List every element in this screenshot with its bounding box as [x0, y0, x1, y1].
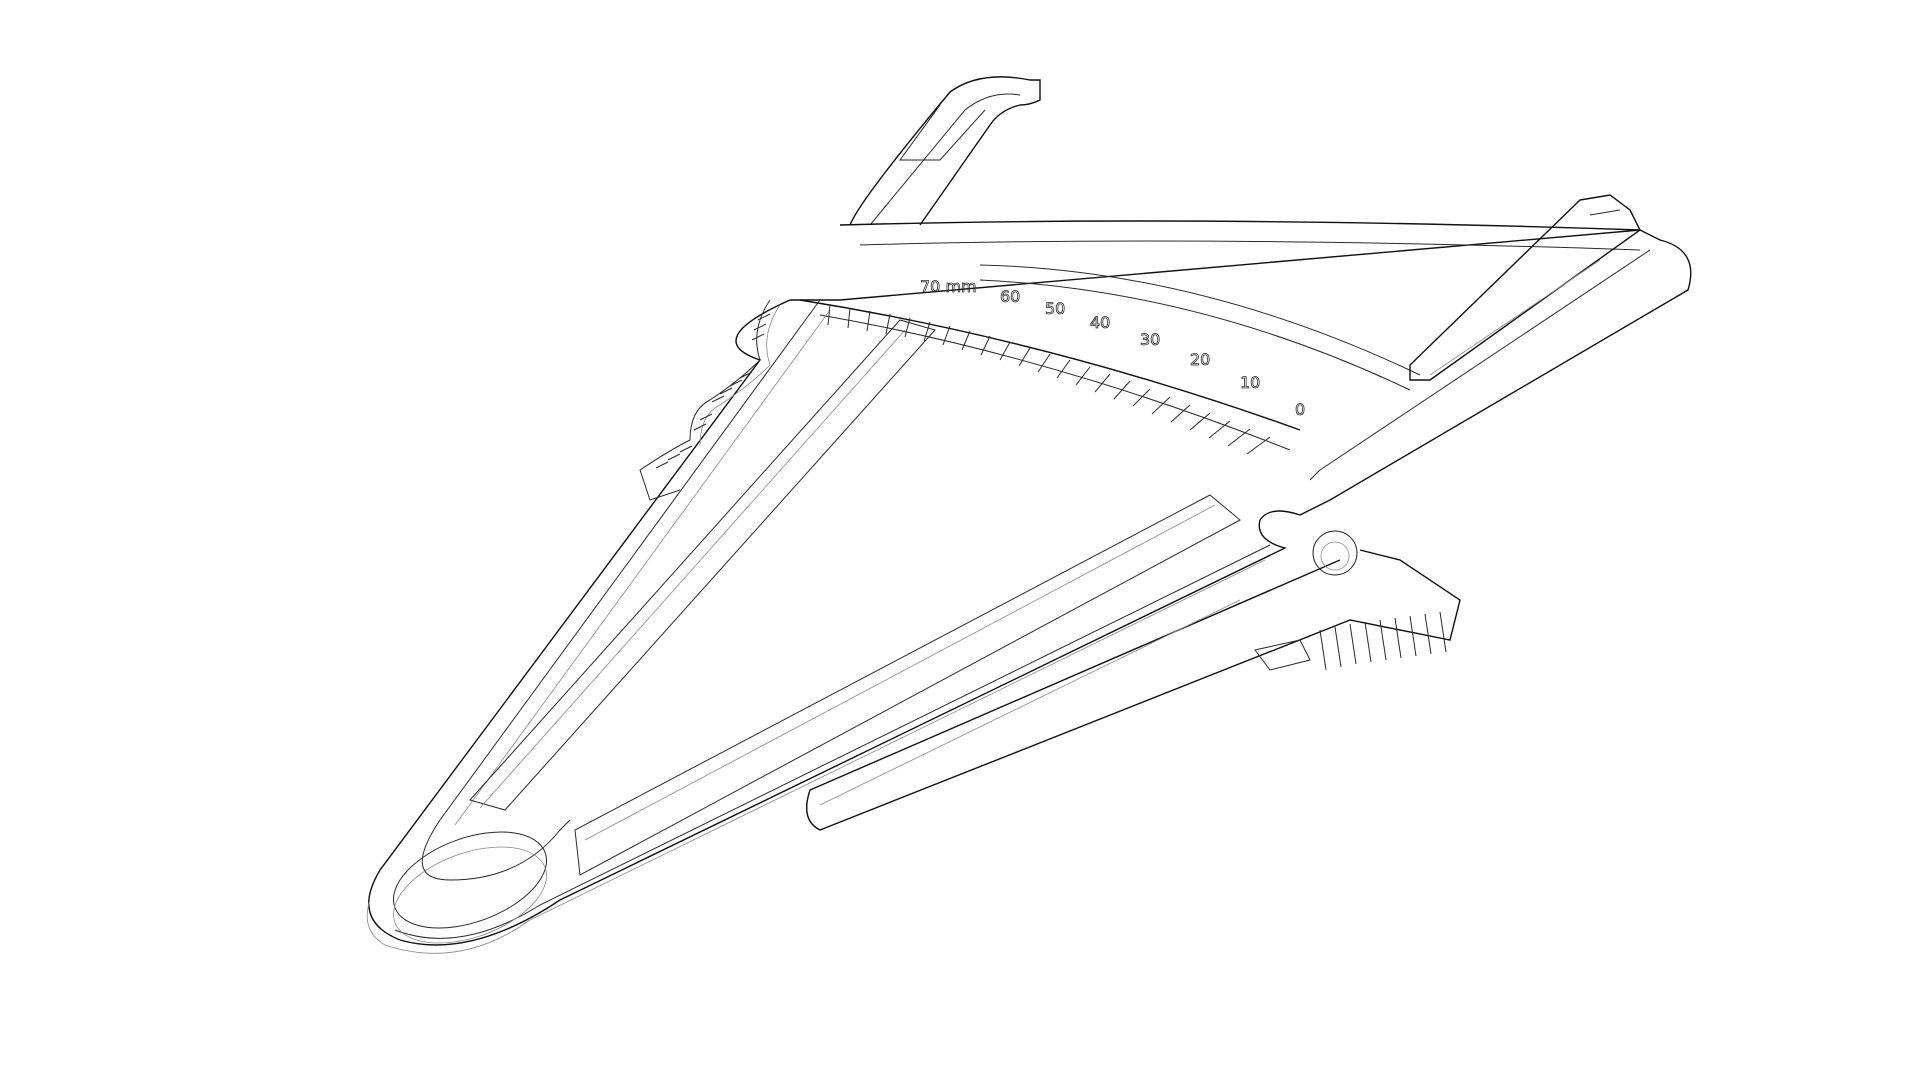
lower-arm: [806, 530, 1461, 831]
measurement-scale: 0 10 20 30 40 50 60 70 mm: [799, 277, 1306, 455]
left-grip: [639, 299, 781, 501]
scale-label-70: 70 mm: [920, 277, 977, 296]
scale-label-40: 40: [1090, 313, 1110, 332]
scale-label-60: 60: [1000, 287, 1020, 306]
scale-label-10: 10: [1240, 373, 1260, 392]
scale-label-0: 0: [1295, 400, 1305, 419]
scale-label-20: 20: [1190, 350, 1210, 369]
caliper-body: [366, 229, 1692, 954]
scale-label-50: 50: [1045, 299, 1065, 318]
scale-label-30: 30: [1140, 330, 1160, 349]
upper-jaw: [839, 76, 1641, 391]
